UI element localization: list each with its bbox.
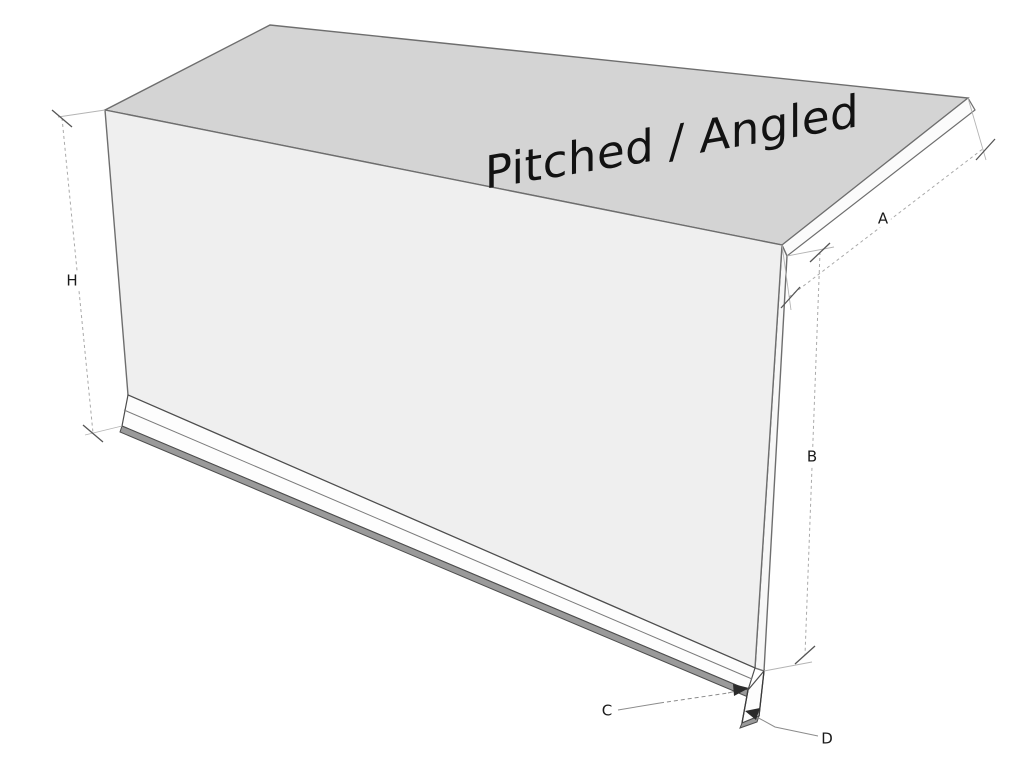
flange-inner-crease <box>123 409 753 680</box>
dimension-a-ext-right <box>967 97 987 161</box>
dimension-b-line <box>804 251 821 656</box>
callout-d-arrowhead <box>745 708 760 720</box>
dimension-b-tick-bottom <box>794 645 816 665</box>
dimension-b-tick-top <box>809 242 831 263</box>
dimension-a-tick-right <box>975 138 996 161</box>
dimension-label-h: H <box>63 272 81 290</box>
callout-c-arrowhead <box>733 684 749 696</box>
callout-c-leader-stub <box>617 702 661 711</box>
dimension-h-ext-top <box>57 109 106 118</box>
callout-d <box>745 708 819 737</box>
callout-label-c: C <box>598 702 616 720</box>
callout-c <box>617 684 749 711</box>
flange-fold-crease <box>741 689 749 724</box>
dimension-b-ext-top <box>786 246 835 257</box>
dimension-b-ext-bottom <box>763 661 813 672</box>
dimension-h-ext-bottom <box>84 425 123 436</box>
dimension-h-tick-top <box>51 109 73 128</box>
callout-d-leader <box>754 715 819 737</box>
dimension-b <box>763 242 835 672</box>
flange-return-fold-edge <box>739 715 760 729</box>
dimension-label-b: B <box>803 448 821 466</box>
callout-c-leader-dashed <box>659 692 729 704</box>
dimension-h-tick-bottom <box>82 424 104 443</box>
dimension-a-tick-left <box>780 286 801 309</box>
dimension-label-a: A <box>874 210 892 228</box>
callout-label-d: D <box>818 730 836 748</box>
